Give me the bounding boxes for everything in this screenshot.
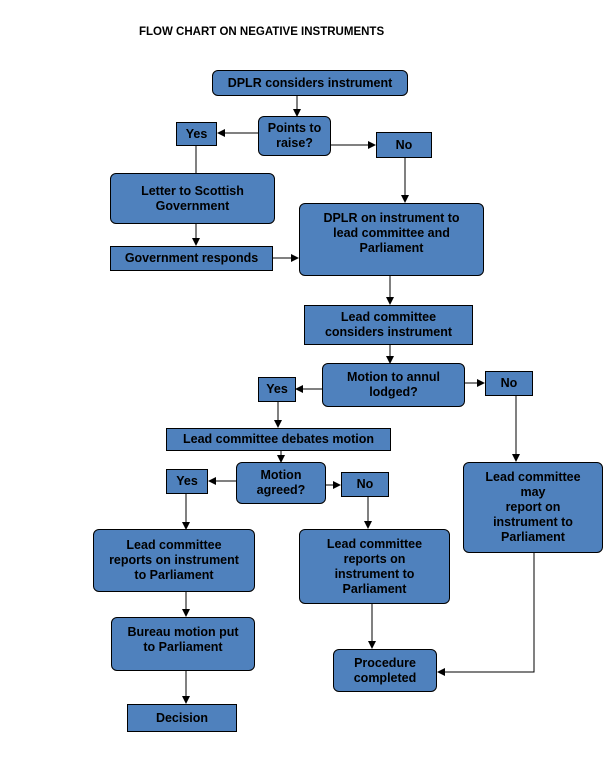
chart-title: FLOW CHART ON NEGATIVE INSTRUMENTS: [139, 26, 385, 38]
node-no-1: No: [376, 132, 432, 158]
node-lead-committee-reports-yes: Lead committee reports on instrument to …: [93, 529, 255, 592]
node-lead-committee-reports-no: Lead committee reports on instrument to …: [299, 529, 450, 604]
node-procedure-completed: Procedure completed: [333, 649, 437, 692]
node-yes-3: Yes: [166, 469, 208, 494]
node-decision: Decision: [127, 704, 237, 732]
node-motion-agreed: Motion agreed?: [236, 462, 326, 504]
node-dplr-on-instrument: DPLR on instrument to lead committee and…: [299, 203, 484, 276]
node-no-2: No: [485, 371, 533, 396]
node-motion-to-annul: Motion to annul lodged?: [322, 363, 465, 407]
node-dplr-considers: DPLR considers instrument: [212, 70, 408, 96]
node-letter-to-government: Letter to Scottish Government: [110, 173, 275, 224]
node-lead-committee-considers: Lead committee considers instrument: [304, 305, 473, 345]
node-points-to-raise: Points to raise?: [258, 116, 331, 156]
node-yes-1: Yes: [176, 122, 217, 146]
node-yes-2: Yes: [258, 377, 296, 402]
node-government-responds: Government responds: [110, 246, 273, 271]
node-no-3: No: [341, 472, 389, 497]
node-lead-committee-debates: Lead committee debates motion: [166, 428, 391, 451]
node-bureau-motion: Bureau motion put to Parliament: [111, 617, 255, 671]
node-lead-committee-may-report: Lead committee may report on instrument …: [463, 462, 603, 553]
